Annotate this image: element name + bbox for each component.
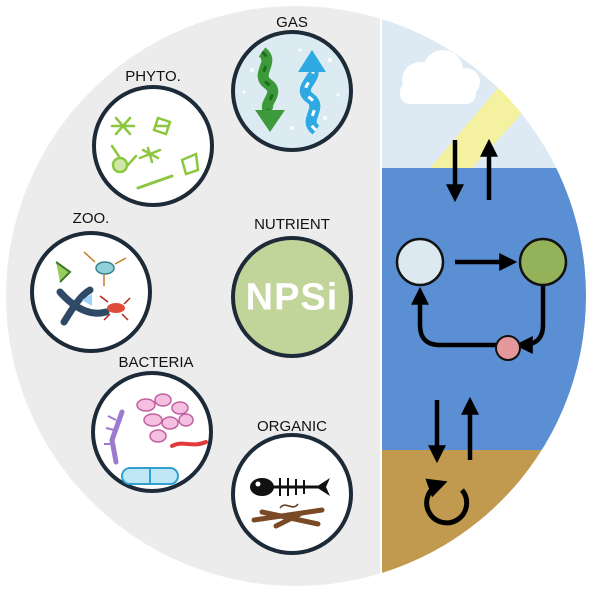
organic-node [231, 433, 353, 555]
bacteria-node [91, 371, 213, 493]
water-column [381, 168, 586, 450]
nutrient-node [231, 236, 353, 358]
arrow-bacteria-to-nutrient [411, 286, 497, 348]
sediment-cycle-icon [424, 478, 470, 526]
nutrient-label: NUTRIENT [254, 216, 330, 233]
nutrient-pool-node [395, 237, 445, 287]
bacteria-pool-node [495, 335, 521, 361]
sediment-layer [381, 450, 586, 586]
cloud-icon [400, 50, 480, 104]
organic-matter-icon [250, 478, 330, 529]
gas-exchange-icon [255, 47, 326, 135]
nutrient-symbol: NPSi [245, 276, 339, 319]
gas-node [231, 30, 353, 152]
arrow-phyto-to-bacteria [514, 285, 546, 354]
zoo-label: ZOO. [72, 210, 110, 227]
phytoplankton-icon [110, 116, 200, 190]
bacteria-label: BACTERIA [118, 354, 194, 371]
flow-arrows [411, 138, 546, 464]
bacteria-icon [104, 393, 208, 485]
organic-label: ORGANIC [256, 418, 328, 435]
phyto-label: PHYTO. [125, 68, 181, 85]
zoo-node [30, 231, 152, 353]
gas-label: GAS [276, 14, 308, 31]
phytoplankton-pool-node [518, 237, 568, 287]
zooplankton-icon [55, 251, 131, 326]
phyto-node [92, 85, 214, 207]
